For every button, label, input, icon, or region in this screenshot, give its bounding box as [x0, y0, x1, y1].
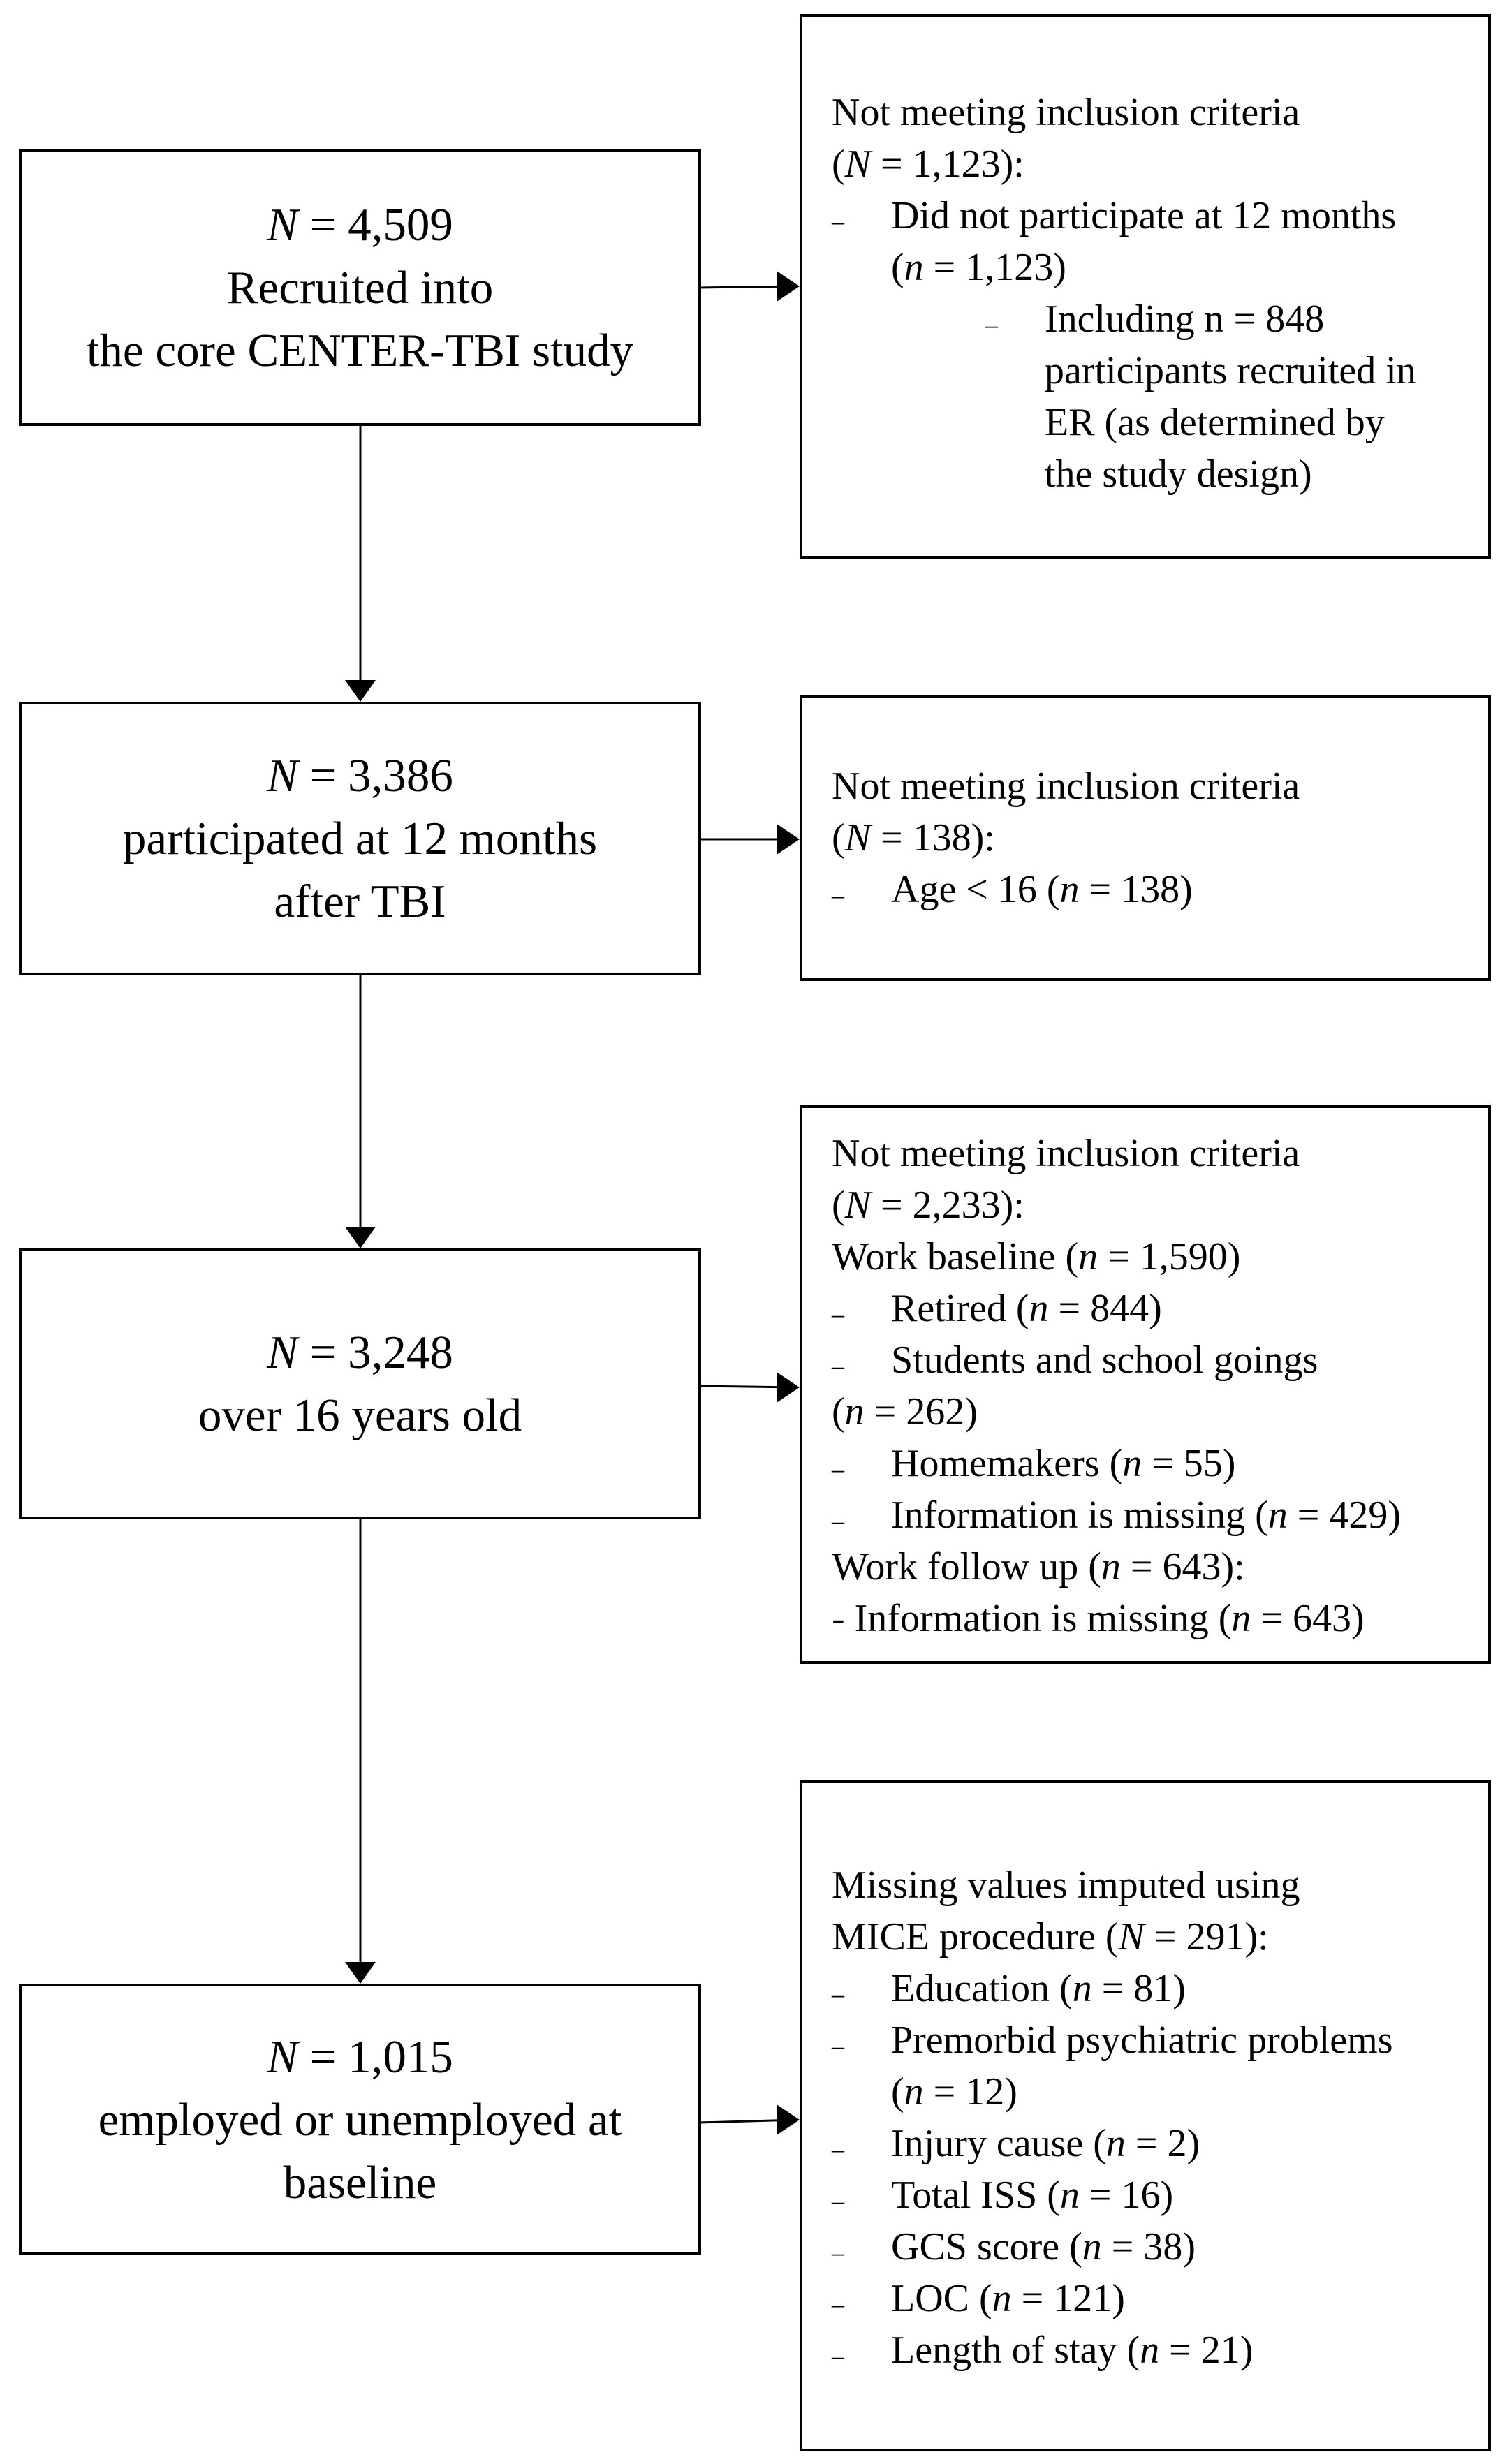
list-item: Did not participate at 12 months [832, 190, 1474, 247]
list-item: Homemakers (n = 55) [832, 1438, 1474, 1495]
list-item: Information is missing (n = 429) [832, 1489, 1474, 1547]
main-box-recruited: N = 4,509 Recruited into the core CENTER… [19, 149, 701, 426]
exclusion-box-2: Not meeting inclusion criteria (N = 138)… [800, 695, 1491, 981]
box-text: after TBI [274, 876, 446, 927]
list-item-count: (n = 262) [832, 1390, 978, 1433]
group-heading: Work follow up (n = 643): [832, 1545, 1245, 1588]
box-text: the core CENTER-TBI study [86, 324, 634, 376]
count-line: N = 3,248 [267, 1327, 453, 1378]
sub-list-item-text: ER (as determined by [1045, 401, 1385, 444]
box-text: Recruited into [226, 261, 494, 313]
group-heading: Work baseline (n = 1,590) [832, 1235, 1241, 1278]
sub-list-item: Including n = 848 [832, 293, 1474, 351]
box-text: participated at 12 months [122, 813, 598, 864]
exclusion-total: (N = 2,233): [832, 1183, 1024, 1227]
list-item: Retired (n = 844) [832, 1283, 1474, 1340]
box-text: employed or unemployed at [98, 2093, 622, 2146]
list-item: Education (n = 81) [832, 1963, 1474, 2020]
box-text: over 16 years old [198, 1389, 522, 1441]
exclusion-box-1: Not meeting inclusion criteria (N = 1,12… [800, 14, 1491, 559]
list-item: Length of stay (n = 21) [832, 2324, 1474, 2382]
count-line: N = 4,509 [267, 198, 453, 251]
list-item: GCS score (n = 38) [832, 2221, 1474, 2278]
list-item: Students and school goings [832, 1334, 1474, 1392]
exclusion-title: Not meeting inclusion criteria [832, 765, 1300, 808]
list-item: Injury cause (n = 2) [832, 2118, 1474, 2175]
count-line: N = 3,386 [267, 750, 453, 802]
list-item: - Information is missing (n = 643) [832, 1597, 1365, 1640]
main-box-employed: N = 1,015 employed or unemployed at base… [19, 1984, 701, 2255]
exclusion-box-3: Not meeting inclusion criteria (N = 2,23… [800, 1105, 1491, 1664]
list-item: Total ISS (n = 16) [832, 2169, 1474, 2227]
main-box-over-16: N = 3,248 over 16 years old [19, 1248, 701, 1519]
box-text: baseline [283, 2156, 437, 2208]
list-item-count: (n = 1,123) [891, 246, 1066, 289]
imputation-title: Missing values imputed using [832, 1864, 1300, 1907]
exclusion-title: Not meeting inclusion criteria [832, 91, 1300, 134]
exclusion-total: (N = 138): [832, 816, 995, 860]
sub-list-item-text: the study design) [1045, 452, 1312, 496]
list-item: Premorbid psychiatric problems [832, 2014, 1474, 2072]
list-item: LOC (n = 121) [832, 2273, 1474, 2330]
imputation-box: Missing values imputed using MICE proced… [800, 1780, 1491, 2451]
main-box-participated: N = 3,386 participated at 12 months afte… [19, 702, 701, 975]
sub-list-item-text: participants recruited in [1045, 349, 1416, 392]
exclusion-title: Not meeting inclusion criteria [832, 1132, 1300, 1175]
exclusion-total: (N = 1,123): [832, 142, 1024, 186]
count-line: N = 1,015 [267, 2030, 453, 2083]
list-item-count: (n = 12) [891, 2070, 1017, 2113]
list-item: Age < 16 (n = 138) [832, 864, 1474, 921]
imputation-procedure: MICE procedure (N = 291): [832, 1915, 1269, 1958]
